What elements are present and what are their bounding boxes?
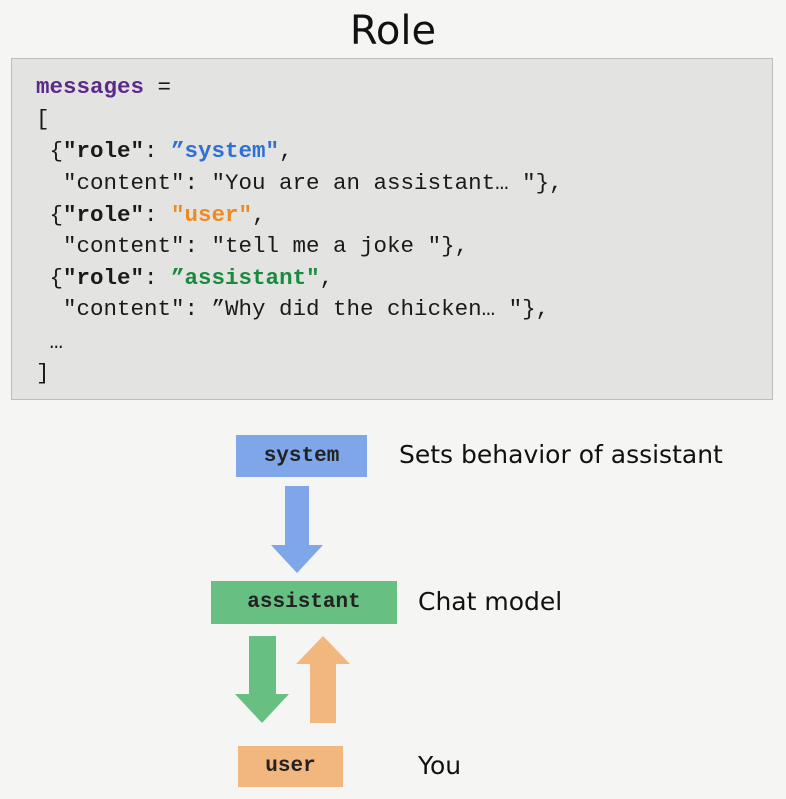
code-block: messages = [ {"role": ”system", "content… <box>11 58 773 400</box>
code-ellipsis: … <box>36 329 64 355</box>
code-role-key: "role" <box>63 265 145 291</box>
code-content-line: "content": "You are an assistant… "}, <box>36 170 563 196</box>
system-role-label: system <box>263 444 340 468</box>
code-role-value-assistant: ”assistant" <box>171 265 320 291</box>
assistant-role-box: assistant <box>211 581 397 624</box>
code-role-key: "role" <box>63 202 145 228</box>
arrow-down-system-to-assistant <box>271 486 323 573</box>
code-role-key: "role" <box>63 138 145 164</box>
code-content-line: "content": "tell me a joke "}, <box>36 233 469 259</box>
code-role-line: {"role": ”system", <box>36 138 293 164</box>
assistant-role-label: assistant <box>247 591 361 614</box>
user-role-box: user <box>238 746 343 787</box>
code-colon: : <box>144 202 172 228</box>
system-role-box: system <box>236 435 367 477</box>
code-colon: : <box>144 138 172 164</box>
code-role-line: {"role": ”assistant", <box>36 265 334 291</box>
code-comma: , <box>252 202 266 228</box>
system-role-description: Sets behavior of assistant <box>399 440 723 469</box>
assistant-role-description: Chat model <box>418 587 563 616</box>
code-close-bracket: ] <box>36 360 50 386</box>
code-brace: { <box>36 265 64 291</box>
code-comma: , <box>279 138 293 164</box>
code-content-line: "content": ”Why did the chicken… "}, <box>36 296 550 322</box>
code-role-value-system: ”system" <box>171 138 280 164</box>
code-colon: : <box>144 265 172 291</box>
code-open-bracket: [ <box>36 106 50 132</box>
code-brace: { <box>36 138 64 164</box>
code-role-value-user: "user" <box>171 202 253 228</box>
code-var-name: messages <box>36 74 145 100</box>
arrow-down-assistant-to-user <box>235 636 289 723</box>
code-comma: , <box>319 265 334 291</box>
code-assign: = <box>144 74 172 100</box>
user-role-description: You <box>418 751 462 780</box>
page-title: Role <box>349 8 437 54</box>
code-brace: { <box>36 202 64 228</box>
code-role-line: {"role": "user", <box>36 202 266 228</box>
code-line-assignment: messages = <box>36 74 171 100</box>
arrow-up-user-to-assistant <box>296 636 350 723</box>
user-role-label: user <box>265 755 316 778</box>
